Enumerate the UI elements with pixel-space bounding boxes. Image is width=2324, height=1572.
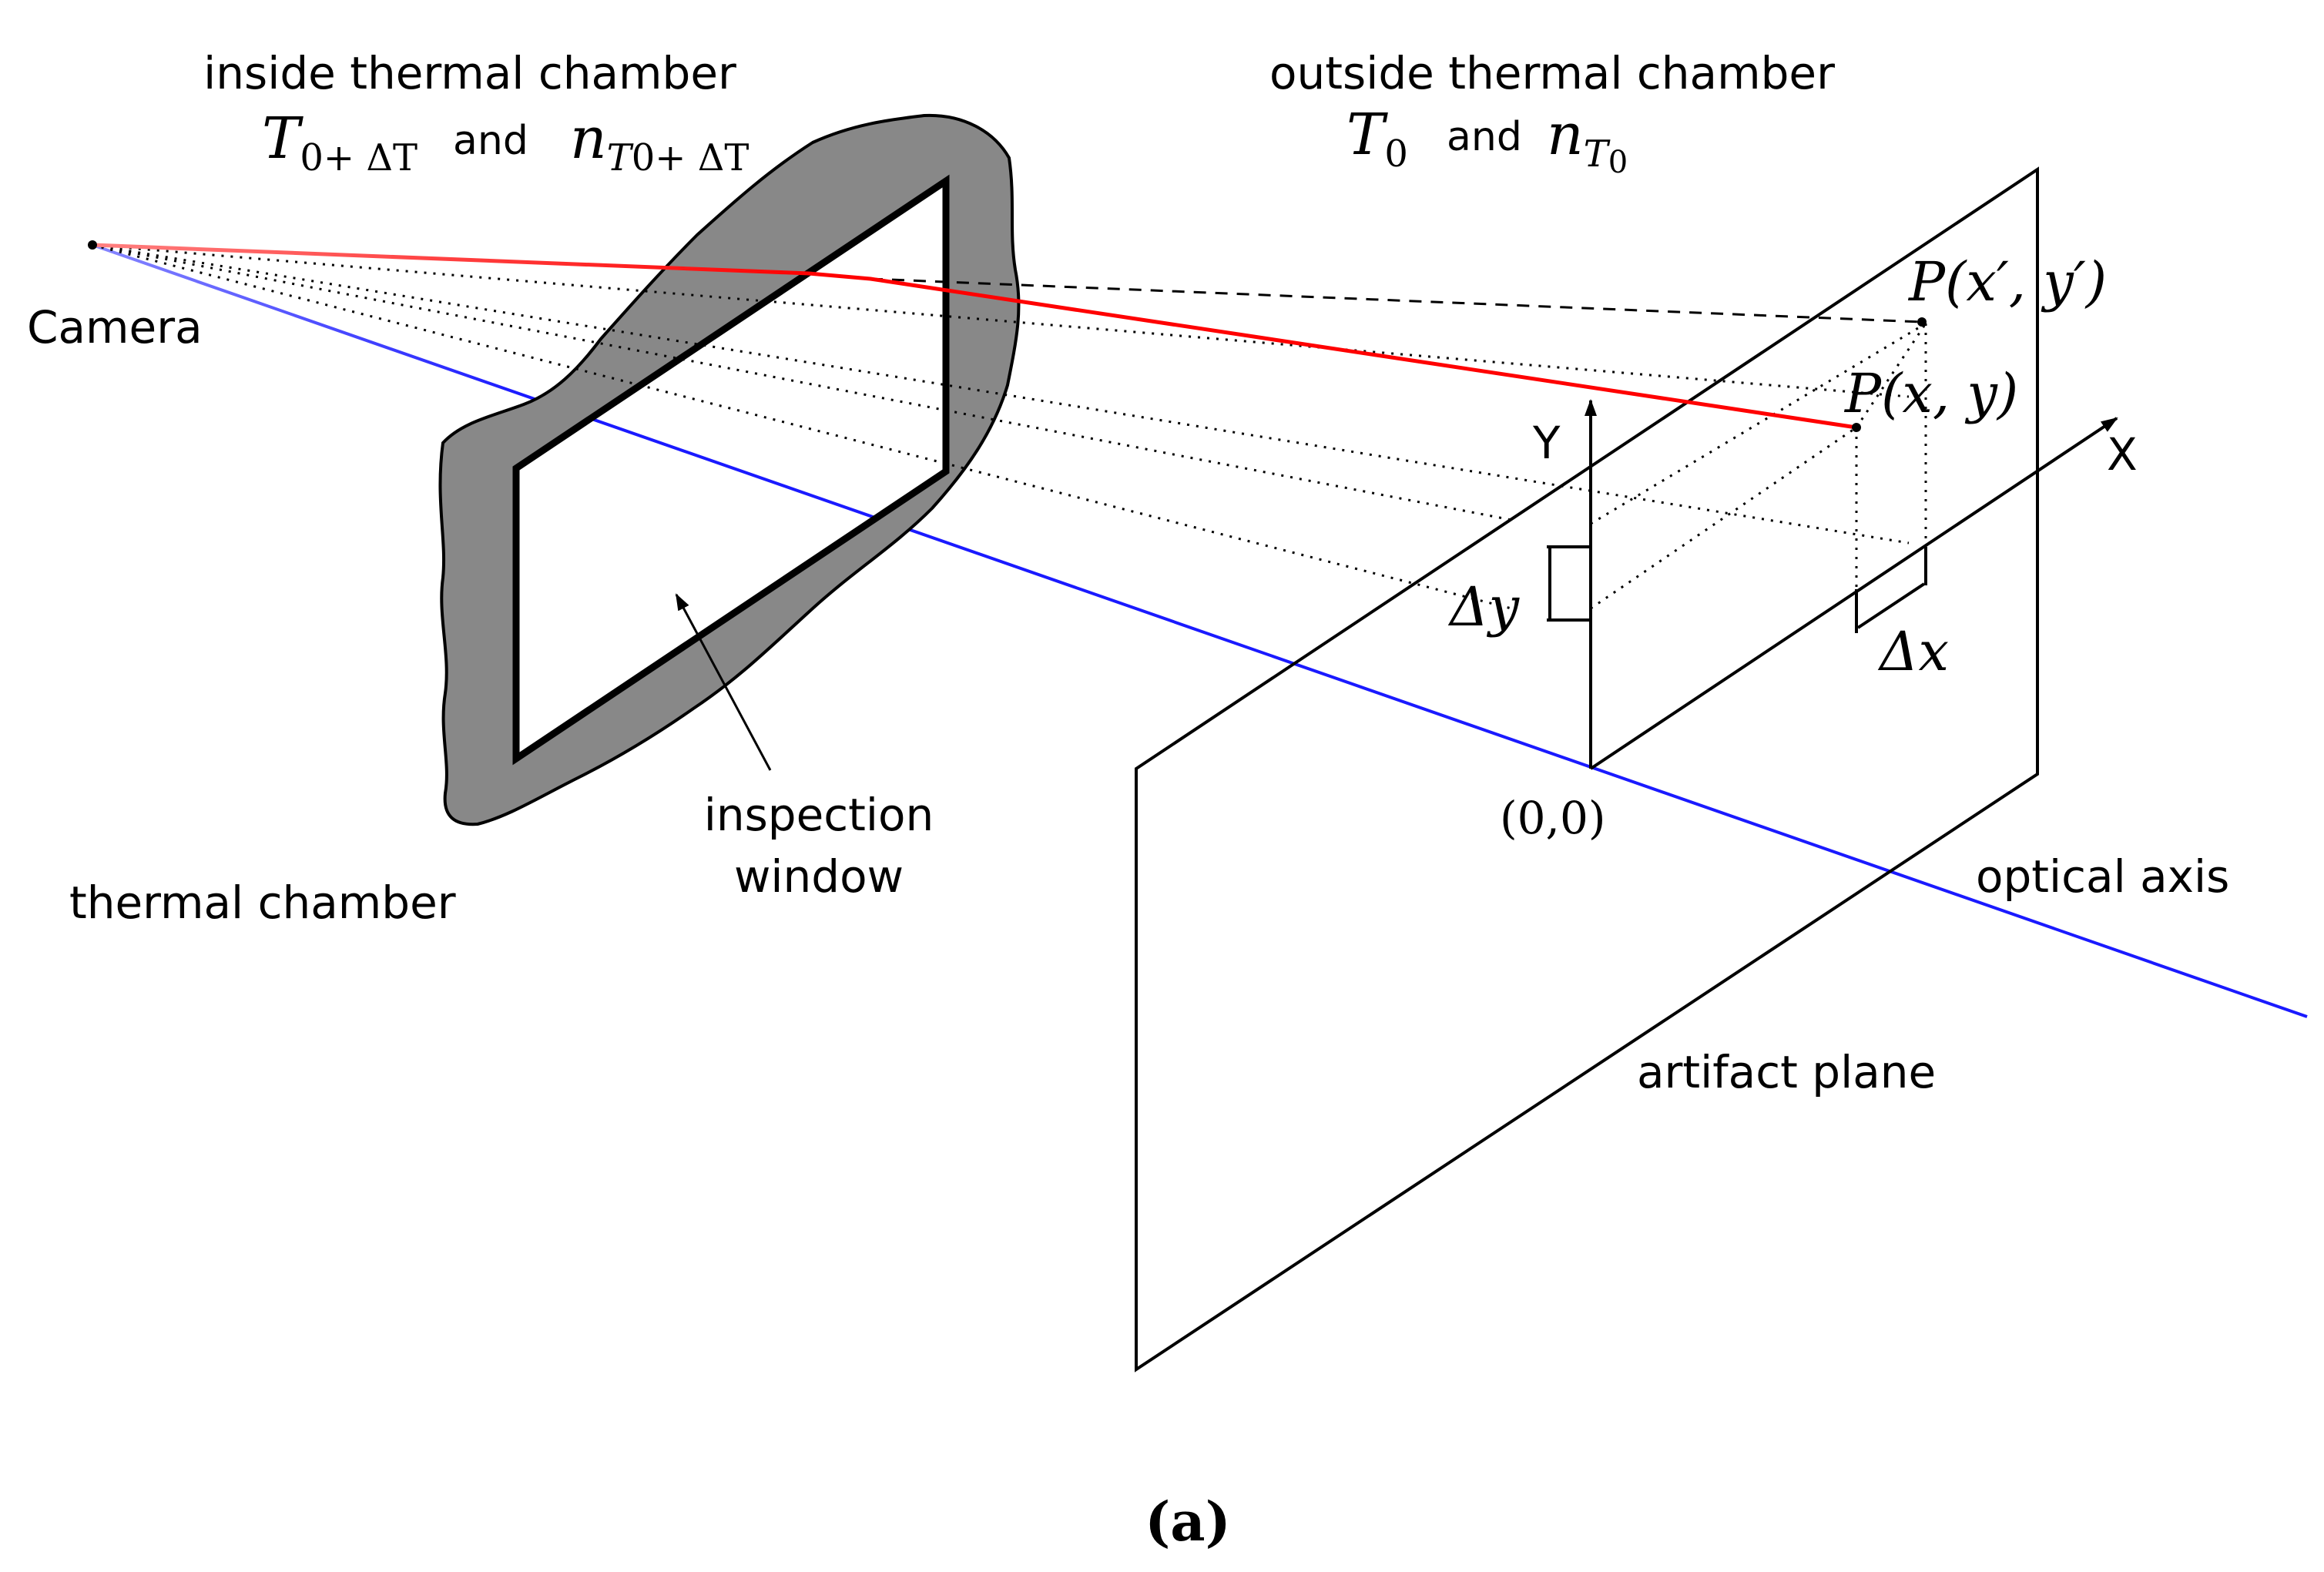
delta-y-label: Δy <box>1447 575 1521 639</box>
x-axis-arrow <box>1589 417 2118 770</box>
point-p-shifted-label: P(x′, y′) <box>1907 250 2107 313</box>
outside-chamber-header: outside thermal chamber <box>1269 47 1835 99</box>
delta-x-label: Δx <box>1877 620 1949 683</box>
artifact-plane <box>1135 166 2039 1373</box>
projection-guides <box>1590 322 1927 610</box>
origin-label: (0,0) <box>1500 792 1606 844</box>
outside-and-label: and <box>1447 114 1522 160</box>
refracted-ray <box>92 243 1857 430</box>
delta-y-bracket <box>1547 545 1591 622</box>
inside-temperature-label: T0+ ΔT <box>262 106 418 179</box>
inspection-window-label-line1: inspection <box>704 789 934 841</box>
inspection-window-frame <box>512 174 950 766</box>
inspection-window-label-line2: window <box>734 850 904 903</box>
thermal-chamber-wall <box>438 113 1021 826</box>
inside-refractive-index-label: nT0+ ΔT <box>570 106 749 179</box>
outside-refractive-index-label: nT0 <box>1547 102 1628 180</box>
point-p-shifted <box>1917 317 1927 327</box>
inside-and-label: and <box>453 118 528 164</box>
point-p-true <box>1852 423 1861 432</box>
camera-label: Camera <box>27 301 203 354</box>
unrefracted-ray <box>870 277 1923 323</box>
panel-label: (a) <box>1145 1490 1231 1554</box>
point-p-true-label: P(x, y) <box>1843 362 2018 425</box>
optical-axis-line <box>92 243 2308 1018</box>
x-axis-label: X <box>2107 428 2138 481</box>
inspection-window-pointer <box>675 593 772 771</box>
dotted-sight-lines <box>92 243 1910 610</box>
delta-x-bracket <box>1855 547 1927 633</box>
outside-temperature-label: T0 <box>1346 102 1408 176</box>
camera-point <box>88 240 97 250</box>
artifact-plane-label: artifact plane <box>1637 1046 1936 1098</box>
inside-chamber-header: inside thermal chamber <box>203 47 736 99</box>
thermal-chamber-label: thermal chamber <box>69 876 456 929</box>
y-axis-label: Y <box>1532 417 1561 469</box>
optical-axis-label: optical axis <box>1976 850 2229 903</box>
